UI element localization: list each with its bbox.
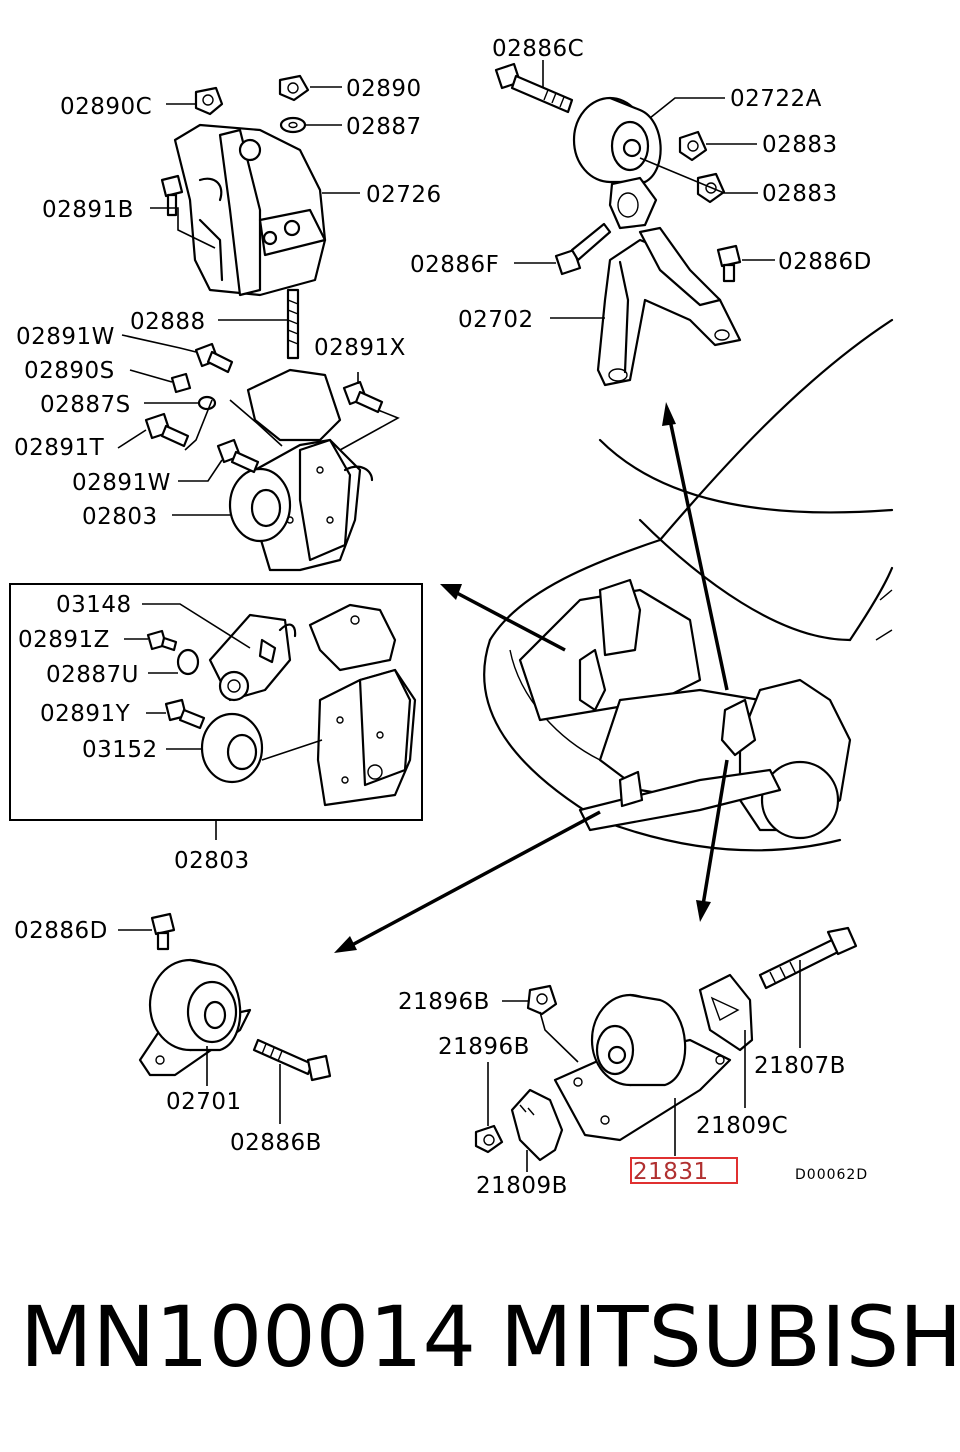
label-02726: 02726 bbox=[366, 182, 442, 208]
mount-02701 bbox=[138, 958, 252, 1077]
part-labels: 02886C 02890C 02890 02887 02722A 02883 0… bbox=[14, 36, 872, 1199]
label-03152: 03152 bbox=[82, 737, 158, 763]
bolt-21807b bbox=[758, 926, 858, 990]
label-21809c: 21809C bbox=[696, 1113, 788, 1139]
bolt-02891w-b bbox=[216, 438, 260, 474]
insulator-02722a bbox=[572, 96, 662, 230]
label-02891z: 02891Z bbox=[18, 627, 110, 653]
label-21809b: 21809B bbox=[476, 1173, 568, 1199]
label-02803-b: 02803 bbox=[174, 848, 250, 874]
stud-02888 bbox=[286, 288, 300, 360]
label-03148: 03148 bbox=[56, 592, 132, 618]
label-02887s: 02887S bbox=[40, 392, 131, 418]
label-02887: 02887 bbox=[346, 114, 422, 140]
label-02890s: 02890S bbox=[24, 358, 115, 384]
label-02891x: 02891X bbox=[314, 335, 406, 361]
engine-block bbox=[518, 578, 852, 840]
bolt-02886d-top bbox=[716, 244, 742, 283]
label-21896b-b: 21896B bbox=[438, 1034, 530, 1060]
washer-02887s bbox=[197, 395, 217, 411]
label-02722a: 02722A bbox=[730, 86, 822, 112]
label-21896b-a: 21896B bbox=[398, 989, 490, 1015]
nut-21896b-b bbox=[474, 1124, 504, 1154]
label-02891y: 02891Y bbox=[40, 701, 131, 727]
drawing-code: D00062D bbox=[795, 1167, 868, 1183]
engine-mount-bracket-02726 bbox=[173, 123, 327, 297]
label-21807b: 21807B bbox=[754, 1053, 846, 1079]
nut-02890c bbox=[194, 86, 224, 116]
label-02701: 02701 bbox=[166, 1089, 242, 1115]
label-02891w-a: 02891W bbox=[16, 324, 115, 350]
label-02887u: 02887U bbox=[46, 662, 139, 688]
bolt-02886d-bottom bbox=[150, 912, 176, 951]
part-number: MN100014 bbox=[20, 1288, 476, 1386]
bolt-02886b bbox=[252, 1038, 332, 1082]
label-21831-highlighted: 21831 bbox=[633, 1159, 709, 1185]
label-02886f: 02886F bbox=[410, 252, 499, 278]
engine-mount-02803-upper bbox=[228, 368, 374, 572]
bolt-02891x bbox=[342, 380, 384, 414]
washer-02887 bbox=[279, 116, 307, 134]
bolt-02886f bbox=[554, 222, 612, 276]
label-02891b: 02891B bbox=[42, 197, 134, 223]
label-02890c: 02890C bbox=[60, 94, 152, 120]
label-02886d-bottom: 02886D bbox=[14, 918, 108, 944]
stopper-21809b bbox=[510, 1088, 564, 1162]
label-02891w-b: 02891W bbox=[72, 470, 171, 496]
label-02886c: 02886C bbox=[492, 36, 584, 62]
mount-21831 bbox=[553, 993, 732, 1142]
nut-02883-a bbox=[678, 130, 708, 162]
label-02886d-top: 02886D bbox=[778, 249, 872, 275]
vehicle-outline bbox=[483, 318, 894, 852]
nut-21896b-a bbox=[526, 984, 558, 1016]
nut-02890 bbox=[278, 74, 310, 102]
bolt-02891b bbox=[160, 174, 184, 217]
label-02883-b: 02883 bbox=[762, 181, 838, 207]
label-02883-a: 02883 bbox=[762, 132, 838, 158]
stopper-21809c bbox=[698, 973, 754, 1052]
bolt-02891t bbox=[144, 412, 190, 448]
leader-lines bbox=[117, 60, 801, 1172]
pointer-arrows bbox=[334, 402, 729, 953]
label-02890: 02890 bbox=[346, 76, 422, 102]
bracket-02702 bbox=[596, 226, 742, 387]
label-02886b: 02886B bbox=[230, 1130, 322, 1156]
label-02888: 02888 bbox=[130, 309, 206, 335]
label-02702: 02702 bbox=[458, 307, 534, 333]
label-02891t: 02891T bbox=[14, 435, 105, 461]
inset-box-02803 bbox=[9, 583, 423, 821]
label-02803-a: 02803 bbox=[82, 504, 158, 530]
brand-name: MITSUBISHI bbox=[500, 1288, 960, 1386]
bolt-02886c bbox=[494, 62, 574, 114]
nut-02890s bbox=[170, 372, 192, 394]
bolt-02891w-a bbox=[194, 342, 234, 374]
footer: MN100014 MITSUBISHI bbox=[20, 1288, 960, 1386]
highlight-box bbox=[630, 1157, 738, 1184]
